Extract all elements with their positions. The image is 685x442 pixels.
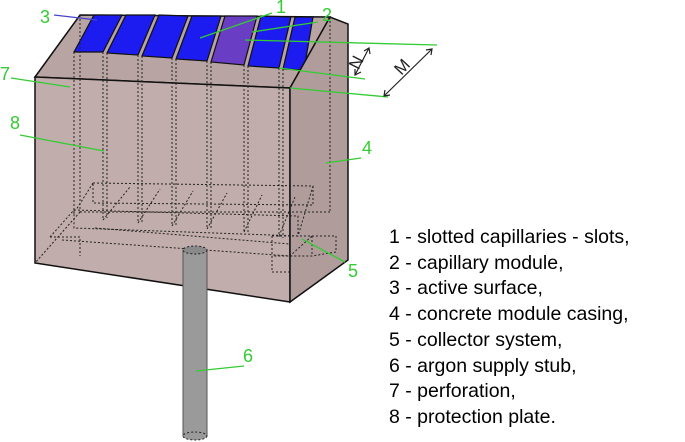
casing-side-face [289, 16, 349, 304]
stub-body [182, 249, 208, 437]
legend-item: 1 - slotted capillaries - slots, [389, 226, 630, 248]
legend-item: 2 - capillary module, [389, 251, 564, 274]
dimension-lines [244, 39, 438, 98]
stub-top [182, 245, 208, 255]
dimension-label-m: M [390, 55, 414, 78]
callout-leaders [10, 12, 362, 372]
callout-5: 5 [348, 261, 358, 281]
leader-2 [251, 21, 319, 33]
callout-3: 3 [40, 7, 50, 27]
callout-8: 8 [10, 113, 20, 133]
leader-4 [325, 157, 362, 164]
stub-bottom [182, 431, 208, 441]
legend-item: 7 - perforation, [389, 380, 516, 403]
hidden-edges [34, 15, 337, 273]
casing-front-face [34, 76, 291, 303]
leader-8 [19, 134, 105, 152]
callout-2: 2 [322, 5, 332, 25]
legend-item: 8 - protection plate. [389, 405, 556, 428]
legend-item: 5 - collector system, [389, 328, 563, 351]
leader-1 [199, 12, 273, 39]
legend-item: 3 - active surface, [389, 277, 543, 300]
callout-4: 4 [362, 138, 372, 158]
active-surface [72, 14, 314, 71]
callout-1: 1 [276, 0, 286, 17]
legend-item: 4 - concrete module casing, [389, 303, 629, 326]
callout-7: 7 [0, 64, 10, 84]
leader-7 [10, 77, 71, 88]
callout-6: 6 [243, 346, 253, 366]
leader-3 [53, 14, 98, 21]
legend-list: 1 - slotted capillaries - slots, 2 - cap… [389, 225, 630, 431]
dimension-arrows [354, 47, 433, 97]
legend-item: 6 - argon supply stub, [389, 354, 577, 377]
leader-6 [195, 365, 245, 372]
argon-supply-stub [182, 245, 208, 441]
leader-5 [301, 238, 346, 263]
